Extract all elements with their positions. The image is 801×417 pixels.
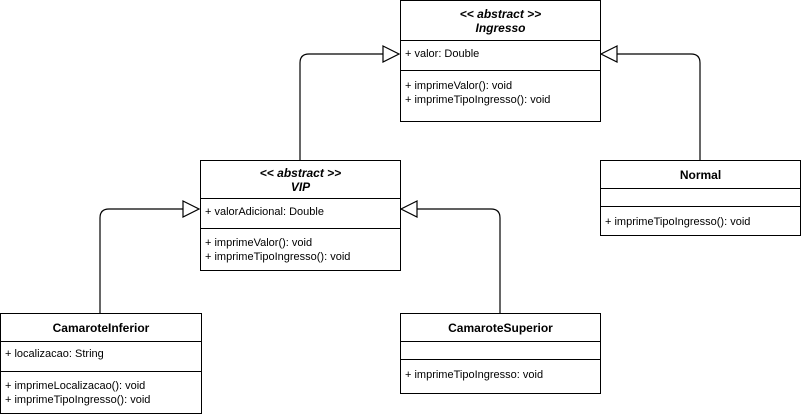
methods-section: + imprimeTipoIngresso: void — [401, 360, 600, 386]
generalization-arrow-icon — [182, 200, 201, 218]
class-header: CamaroteInferior — [1, 314, 201, 342]
class-camarote-superior[interactable]: CamaroteSuperior + imprimeTipoIngresso: … — [400, 313, 601, 394]
generalization-arrow-icon — [382, 45, 401, 63]
class-header: << abstract >> VIP — [201, 161, 400, 199]
edge-camaroteinferior-to-vip — [99, 208, 183, 313]
method: + imprimeValor(): void — [405, 80, 513, 92]
class-camarote-inferior[interactable]: CamaroteInferior + localizacao: String +… — [0, 313, 202, 414]
edge-normal-to-ingresso — [617, 53, 701, 160]
attributes-section — [601, 189, 800, 207]
method: + imprimeTipoIngresso(): void — [405, 94, 551, 106]
method: + imprimeTipoIngresso(): void — [205, 251, 351, 263]
class-header: << abstract >> Ingresso — [401, 1, 600, 41]
method: + imprimeValor(): void — [205, 237, 313, 249]
method: + imprimeTipoIngresso(): void — [605, 216, 751, 228]
methods-section: + imprimeValor(): void + imprimeTipoIngr… — [201, 229, 400, 268]
class-vip[interactable]: << abstract >> VIP + valorAdicional: Dou… — [200, 160, 401, 271]
edge-vip-to-ingresso — [299, 53, 383, 160]
attributes-section: + localizacao: String — [1, 342, 201, 372]
attribute: + localizacao: String — [5, 348, 104, 360]
method: + imprimeTipoIngresso(): void — [5, 394, 151, 406]
edge-camarotesuperior-to-vip — [417, 208, 501, 313]
attribute: + valor: Double — [405, 48, 480, 60]
class-name: CamaroteSuperior — [448, 320, 553, 335]
methods-section: + imprimeLocalizacao(): void + imprimeTi… — [1, 372, 201, 411]
attribute: + valorAdicional: Double — [205, 206, 324, 218]
method: + imprimeLocalizacao(): void — [5, 380, 146, 392]
class-name: Normal — [679, 167, 722, 182]
class-header: CamaroteSuperior — [401, 314, 600, 342]
class-normal[interactable]: Normal + imprimeTipoIngresso(): void — [600, 160, 801, 236]
generalization-arrow-icon — [399, 200, 418, 218]
class-name: VIP — [290, 179, 311, 194]
class-header: Normal — [601, 161, 800, 189]
stereotype-label: << abstract >> — [259, 165, 342, 180]
generalization-arrow-icon — [599, 45, 618, 63]
methods-section: + imprimeTipoIngresso(): void — [601, 207, 800, 233]
attributes-section: + valorAdicional: Double — [201, 199, 400, 229]
class-ingresso[interactable]: << abstract >> Ingresso + valor: Double … — [400, 0, 601, 122]
methods-section: + imprimeValor(): void + imprimeTipoIngr… — [401, 71, 600, 111]
stereotype-label: << abstract >> — [459, 6, 542, 21]
class-name: Ingresso — [475, 20, 526, 35]
method: + imprimeTipoIngresso: void — [405, 369, 544, 381]
attributes-section: + valor: Double — [401, 41, 600, 71]
attributes-section — [401, 342, 600, 360]
class-name: CamaroteInferior — [52, 320, 150, 335]
